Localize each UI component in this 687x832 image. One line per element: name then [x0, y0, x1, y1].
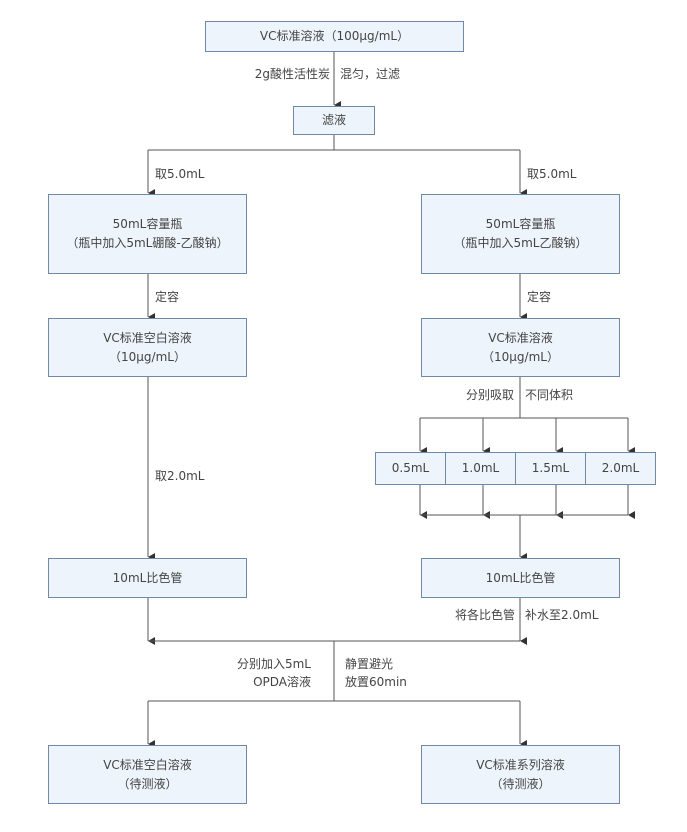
label-dilute-left: 定容	[155, 290, 180, 304]
node-volume-0-5: 0.5mL	[375, 452, 446, 485]
node-volume-1-0: 1.0mL	[445, 452, 516, 485]
label-each-tube: 将各比色管	[454, 608, 515, 622]
node-text-line1: 50mL容量瓶	[485, 217, 556, 231]
node-text-line1: VC标准空白溶液	[103, 757, 192, 772]
node-text: 1.5mL	[531, 461, 570, 475]
label-fill-water: 补水至2.0mL	[525, 608, 599, 622]
node-text: 10mL比色管	[485, 570, 556, 585]
label-take-right: 取5.0mL	[527, 167, 577, 181]
label-take-left: 取5.0mL	[155, 167, 205, 181]
node-tube-right: 10mL比色管	[421, 558, 620, 598]
node-text-line2: （待测液）	[490, 776, 551, 791]
node-text: 1.0mL	[461, 461, 500, 475]
node-text-line1: 50mL容量瓶	[112, 217, 183, 231]
node-text-line2: （瓶中加入5mL硼酸-乙酸钠）	[66, 236, 229, 250]
label-diff-volume: 不同体积	[525, 388, 574, 402]
label-take-2ml: 取2.0mL	[155, 469, 205, 483]
node-flask-left: 50mL容量瓶 （瓶中加入5mL硼酸-乙酸钠）	[48, 194, 247, 274]
node-final-series: VC标准系列溶液 （待测液）	[421, 745, 620, 804]
node-text-line1: VC标准系列溶液	[476, 757, 565, 772]
node-text: 10mL比色管	[112, 570, 183, 585]
node-volume-1-5: 1.5mL	[515, 452, 586, 485]
node-filtrate: 滤液	[293, 106, 375, 135]
label-pipette: 分别吸取	[465, 388, 514, 402]
node-text: 2.0mL	[601, 461, 640, 475]
label-dilute-right: 定容	[527, 290, 552, 304]
node-text-line2: （瓶中加入5mL乙酸钠）	[453, 236, 588, 250]
node-text-line1: VC标准溶液	[488, 330, 553, 345]
node-text-line2: （10μg/mL）	[482, 349, 559, 364]
node-text: 滤液	[321, 113, 346, 127]
node-volume-2-0: 2.0mL	[585, 452, 656, 485]
node-text-line2: （待测液）	[117, 776, 178, 791]
node-text-line1: VC标准空白溶液	[103, 330, 192, 345]
node-blank-10: VC标准空白溶液 （10μg/mL）	[48, 318, 247, 377]
label-stand-line2: 放置60min	[345, 675, 407, 689]
node-flask-right: 50mL容量瓶 （瓶中加入5mL乙酸钠）	[421, 194, 620, 274]
label-stand-line1: 静置避光	[345, 657, 394, 671]
label-add-opda-line1: 分别加入5mL	[236, 657, 311, 671]
node-tube-left: 10mL比色管	[48, 558, 247, 598]
node-text: VC标准溶液（100μg/mL）	[259, 29, 410, 43]
label-mix-filter: 混匀，过滤	[340, 67, 401, 81]
node-std-10: VC标准溶液 （10μg/mL）	[421, 318, 620, 377]
label-add-opda-line2: OPDA溶液	[253, 675, 311, 689]
node-text: 0.5mL	[391, 461, 430, 475]
node-vc-standard-100: VC标准溶液（100μg/mL）	[205, 21, 464, 52]
node-final-blank: VC标准空白溶液 （待测液）	[48, 745, 247, 804]
label-charcoal: 2g酸性活性炭	[254, 67, 330, 81]
node-text-line2: （10μg/mL）	[109, 349, 186, 364]
